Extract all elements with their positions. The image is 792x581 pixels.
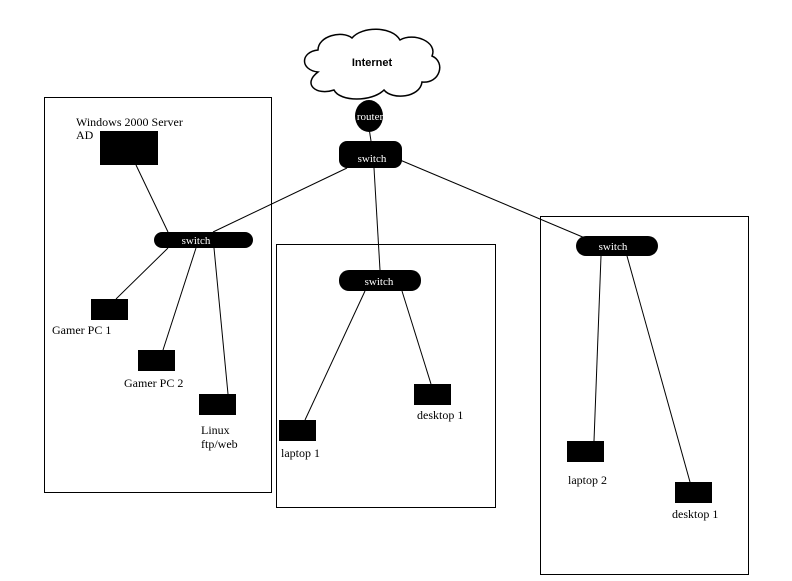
- gamer-pc-1-label: Gamer PC 1: [52, 323, 111, 337]
- link-left-switch-gamer1: [115, 247, 169, 300]
- server-label-line2: AD: [76, 128, 94, 142]
- right-segment-box: [540, 216, 749, 575]
- middle-segment-box: [276, 244, 496, 508]
- desktop-1-device: [414, 384, 451, 405]
- gamer-pc-1-device: [91, 299, 128, 320]
- right-segment: switch laptop 2 desktop 1: [567, 236, 718, 521]
- core-switch-label: switch: [358, 153, 387, 165]
- link-core-middle-switch: [373, 167, 381, 271]
- link-right-switch-desktop1: [626, 255, 691, 483]
- right-switch-label: switch: [599, 241, 628, 253]
- left-segment-box: [44, 97, 272, 493]
- connections: [115, 127, 691, 483]
- link-left-switch-gamer2: [162, 247, 197, 351]
- link-left-switch-server: [135, 164, 169, 233]
- middle-switch-label: switch: [365, 276, 394, 288]
- link-core-left-switch: [212, 167, 348, 233]
- core-switch-shape: [339, 141, 402, 168]
- right-desktop-1-label: desktop 1: [672, 507, 718, 521]
- link-left-switch-linux: [213, 247, 229, 395]
- internet-cloud: Internet: [303, 28, 441, 100]
- linux-label-line2: ftp/web: [201, 437, 238, 451]
- router-label: router: [357, 111, 384, 123]
- laptop-1-label: laptop 1: [281, 446, 320, 460]
- left-switch-label: switch: [182, 235, 211, 247]
- middle-segment: switch laptop 1 desktop 1: [279, 270, 463, 460]
- server-device: [100, 131, 158, 165]
- left-switch-shape: [154, 232, 253, 248]
- gamer-pc-2-device: [138, 350, 175, 371]
- gamer-pc-2-label: Gamer PC 2: [124, 376, 183, 390]
- link-core-right-switch: [399, 159, 586, 239]
- core-switch-node: switch: [339, 141, 402, 168]
- link-mid-switch-laptop1: [304, 290, 366, 421]
- desktop-1-label: desktop 1: [417, 408, 463, 422]
- cloud-shape: [303, 28, 441, 100]
- left-segment: Windows 2000 Server AD switch Gamer PC 1…: [52, 115, 253, 451]
- linux-label-line1: Linux: [201, 423, 230, 437]
- middle-switch-shape: [339, 270, 421, 291]
- linux-server-device: [199, 394, 236, 415]
- link-right-switch-laptop2: [593, 255, 602, 442]
- link-mid-switch-desktop1: [401, 290, 432, 385]
- internet-label: Internet: [352, 57, 393, 69]
- right-switch-shape: [576, 236, 658, 256]
- server-label-line1: Windows 2000 Server: [76, 115, 183, 129]
- router-shape: [355, 100, 383, 132]
- right-desktop-1-device: [675, 482, 712, 503]
- router-node: router: [355, 100, 383, 132]
- laptop-2-label: laptop 2: [568, 473, 607, 487]
- laptop-1-device: [279, 420, 316, 441]
- laptop-2-device: [567, 441, 604, 462]
